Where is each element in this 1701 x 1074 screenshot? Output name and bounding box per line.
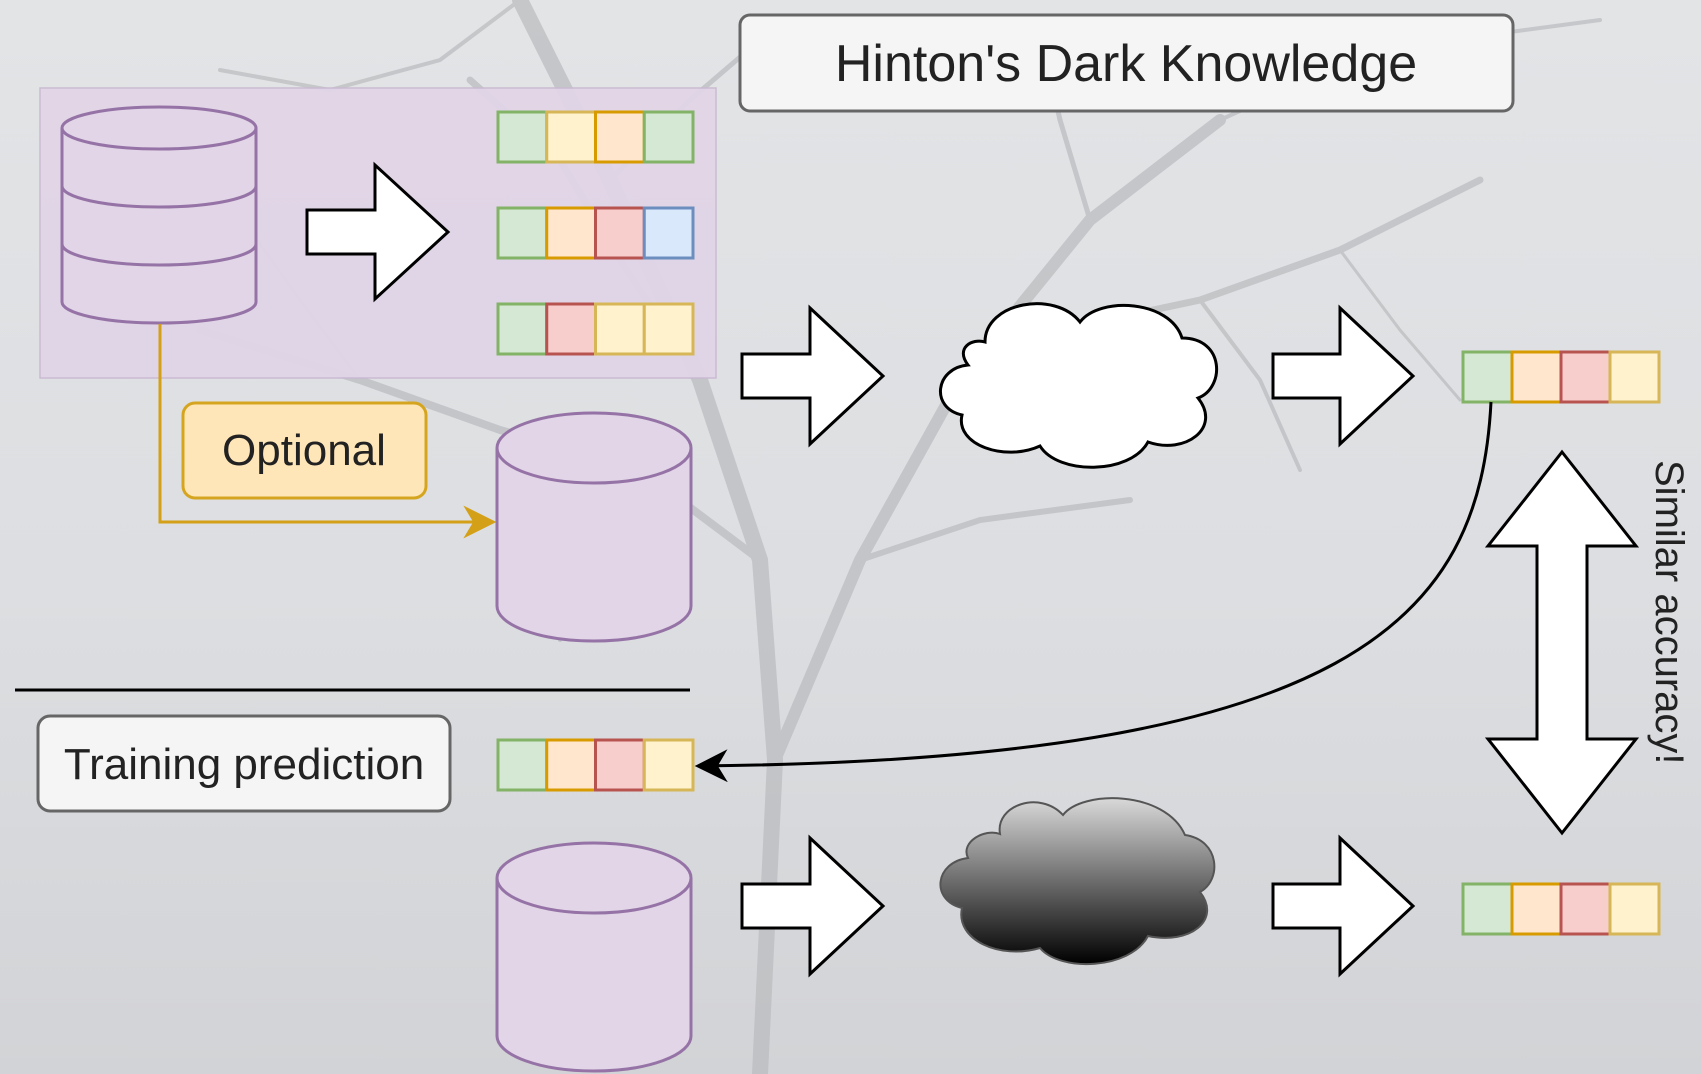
label-vector-2 bbox=[496, 206, 695, 260]
student-dataset-icon bbox=[495, 841, 693, 1073]
optional-label: Optional bbox=[222, 426, 386, 475]
label-cell-red bbox=[594, 738, 646, 792]
label-vector-1 bbox=[496, 110, 695, 164]
optional-connector bbox=[158, 324, 497, 539]
similar-accuracy-label: Similar accuracy! bbox=[1647, 460, 1691, 765]
teacher-output-vector bbox=[1461, 350, 1661, 404]
optional-label-box bbox=[181, 401, 428, 500]
label-cell-orange bbox=[594, 110, 646, 164]
student-model-cloud-icon bbox=[939, 797, 1216, 966]
arrow-right-icon bbox=[1271, 304, 1416, 448]
double-arrow-icon bbox=[1484, 449, 1640, 836]
arrow-right-icon bbox=[740, 834, 886, 978]
label-cell-green bbox=[496, 302, 549, 356]
label-cell-red bbox=[594, 206, 646, 260]
label-cell-yellow bbox=[642, 302, 695, 356]
label-cell-yellow bbox=[1608, 882, 1661, 936]
label-cell-orange bbox=[1510, 350, 1563, 404]
training-prediction-label: Training prediction bbox=[64, 740, 424, 789]
label-cell-orange bbox=[1510, 882, 1563, 936]
arrow-right-icon bbox=[740, 304, 886, 448]
arrow-right-icon bbox=[305, 161, 451, 303]
label-cell-red bbox=[1559, 882, 1612, 936]
student-output-vector bbox=[1461, 882, 1661, 936]
label-cell-yellow bbox=[594, 302, 646, 356]
label-cell-yellow bbox=[545, 110, 597, 164]
teacher-model-cloud-icon bbox=[938, 302, 1219, 469]
training-prediction-vector bbox=[496, 738, 695, 792]
label-cell-green bbox=[1461, 350, 1514, 404]
label-cell-orange bbox=[545, 206, 597, 260]
label-cell-green bbox=[642, 110, 695, 164]
label-cell-yellow bbox=[642, 738, 695, 792]
label-cell-yellow bbox=[1608, 350, 1661, 404]
label-cell-green bbox=[496, 738, 549, 792]
label-cell-orange bbox=[545, 738, 597, 792]
arrow-right-icon bbox=[1271, 834, 1416, 978]
title-box bbox=[738, 13, 1515, 113]
page-title: Hinton's Dark Knowledge bbox=[835, 35, 1417, 93]
label-cell-red bbox=[545, 302, 597, 356]
label-cell-green bbox=[1461, 882, 1514, 936]
label-cell-blue bbox=[642, 206, 695, 260]
label-cell-green bbox=[496, 110, 549, 164]
soft-target-feedback-arrow bbox=[694, 401, 1493, 783]
database-icon bbox=[60, 105, 258, 325]
transfer-dataset-icon bbox=[495, 411, 693, 643]
label-cell-green bbox=[496, 206, 549, 260]
label-vector-3 bbox=[496, 302, 695, 356]
label-cell-red bbox=[1559, 350, 1612, 404]
training-prediction-box bbox=[36, 714, 452, 813]
